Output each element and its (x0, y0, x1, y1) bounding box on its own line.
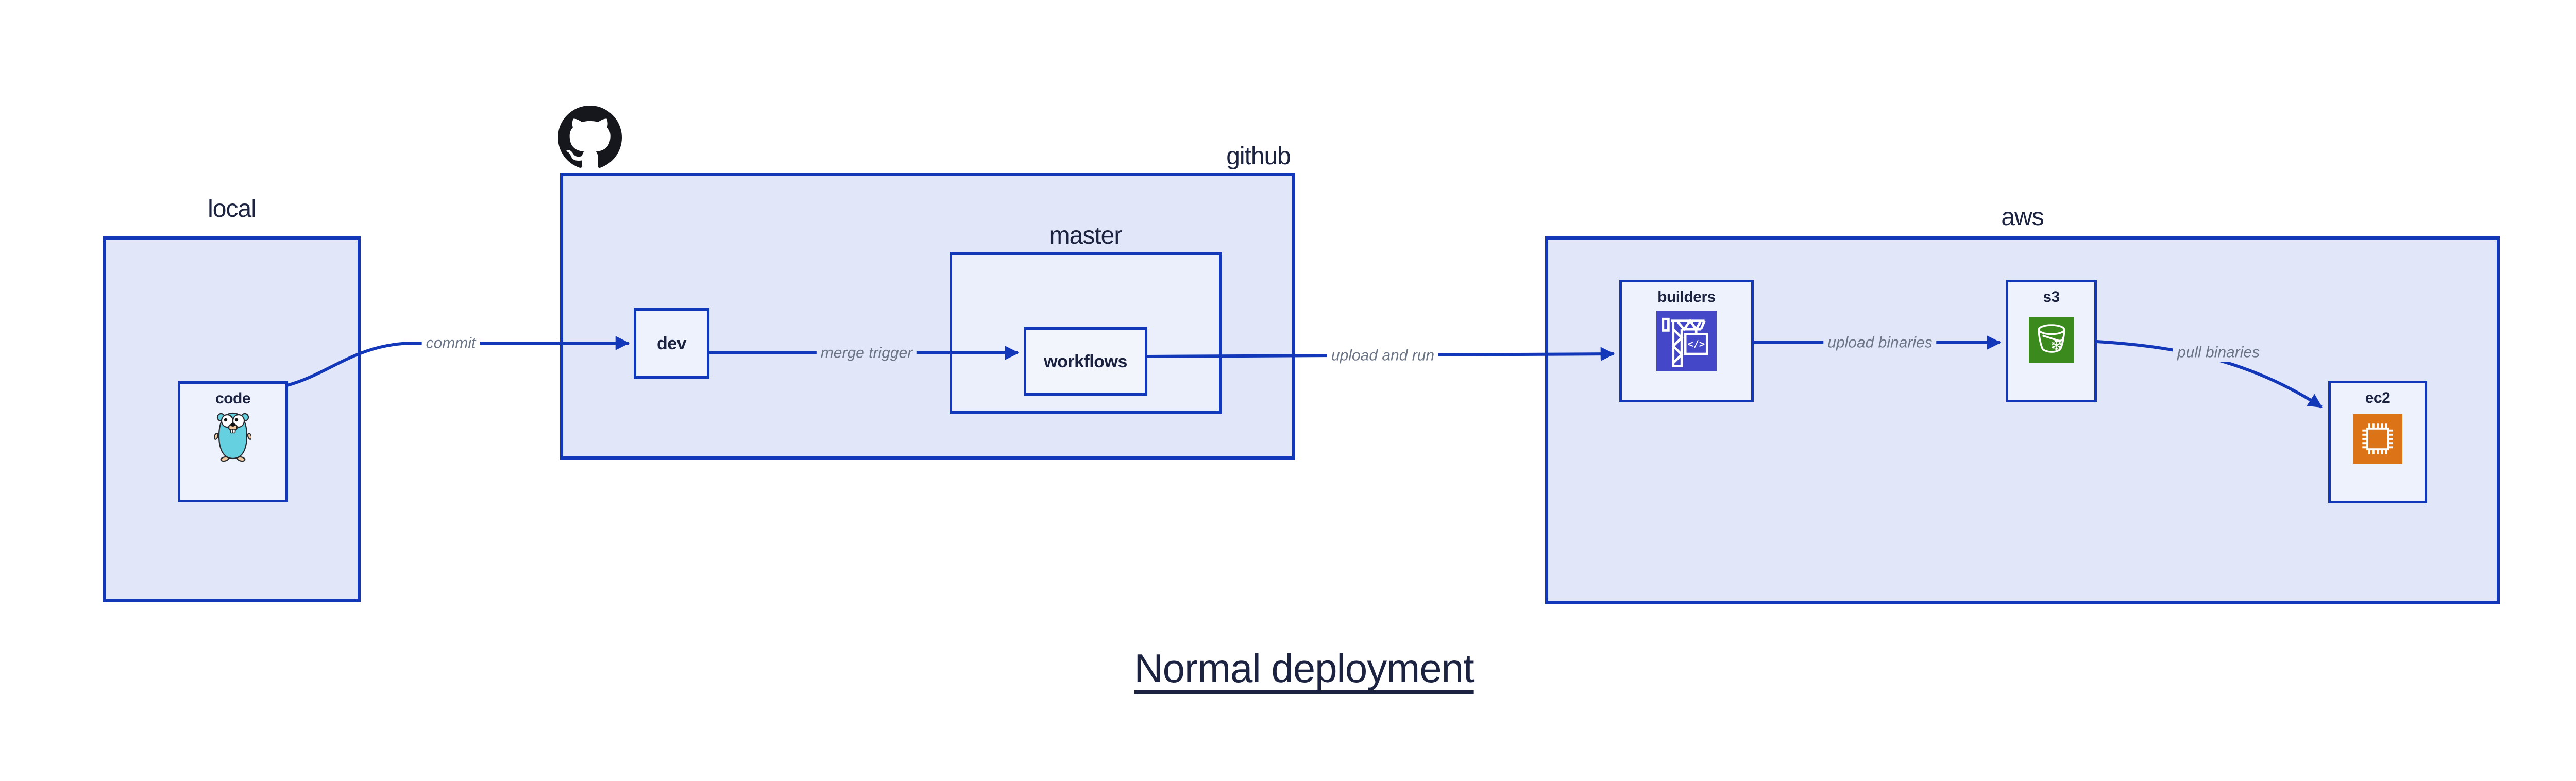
master-branch-label: master (1049, 222, 1123, 249)
diagram-title: Normal deployment (1134, 646, 1474, 691)
node-builders-label: builders (1657, 288, 1716, 305)
aws-group-label: aws (2001, 203, 2044, 231)
edge-label-pull-binaries: pull binaries (2173, 343, 2264, 362)
aws-ec2-chip-icon (2353, 414, 2402, 464)
edge-label-upload-and-run: upload and run (1327, 346, 1439, 365)
node-code-label: code (215, 390, 251, 407)
node-ec2-label: ec2 (2365, 389, 2391, 406)
go-gopher-icon (214, 412, 251, 462)
node-workflows-label: workflows (1044, 351, 1127, 371)
node-dev-label: dev (656, 333, 687, 353)
svg-text:❄: ❄ (2050, 337, 2063, 355)
node-dev: dev (634, 308, 709, 379)
aws-s3-bucket-icon: ❄ (2028, 317, 2074, 363)
node-ec2: ec2 (2328, 381, 2427, 503)
edge-label-merge-trigger: merge trigger (816, 343, 917, 363)
aws-codebuild-icon: </> (1656, 311, 1717, 371)
node-s3: s3 ❄ (2006, 280, 2097, 402)
github-group-label: github (1226, 143, 1291, 170)
local-group-label: local (208, 195, 257, 223)
edge-label-upload-binaries: upload binaries (1823, 333, 1937, 352)
github-logo-icon (558, 106, 622, 168)
svg-text:</>: </> (1687, 339, 1705, 350)
edge-label-commit: commit (421, 333, 480, 353)
node-s3-label: s3 (2043, 288, 2060, 305)
node-code: code (178, 381, 288, 502)
node-builders: builders </> (1619, 280, 1754, 402)
node-workflows: workflows (1024, 327, 1147, 396)
